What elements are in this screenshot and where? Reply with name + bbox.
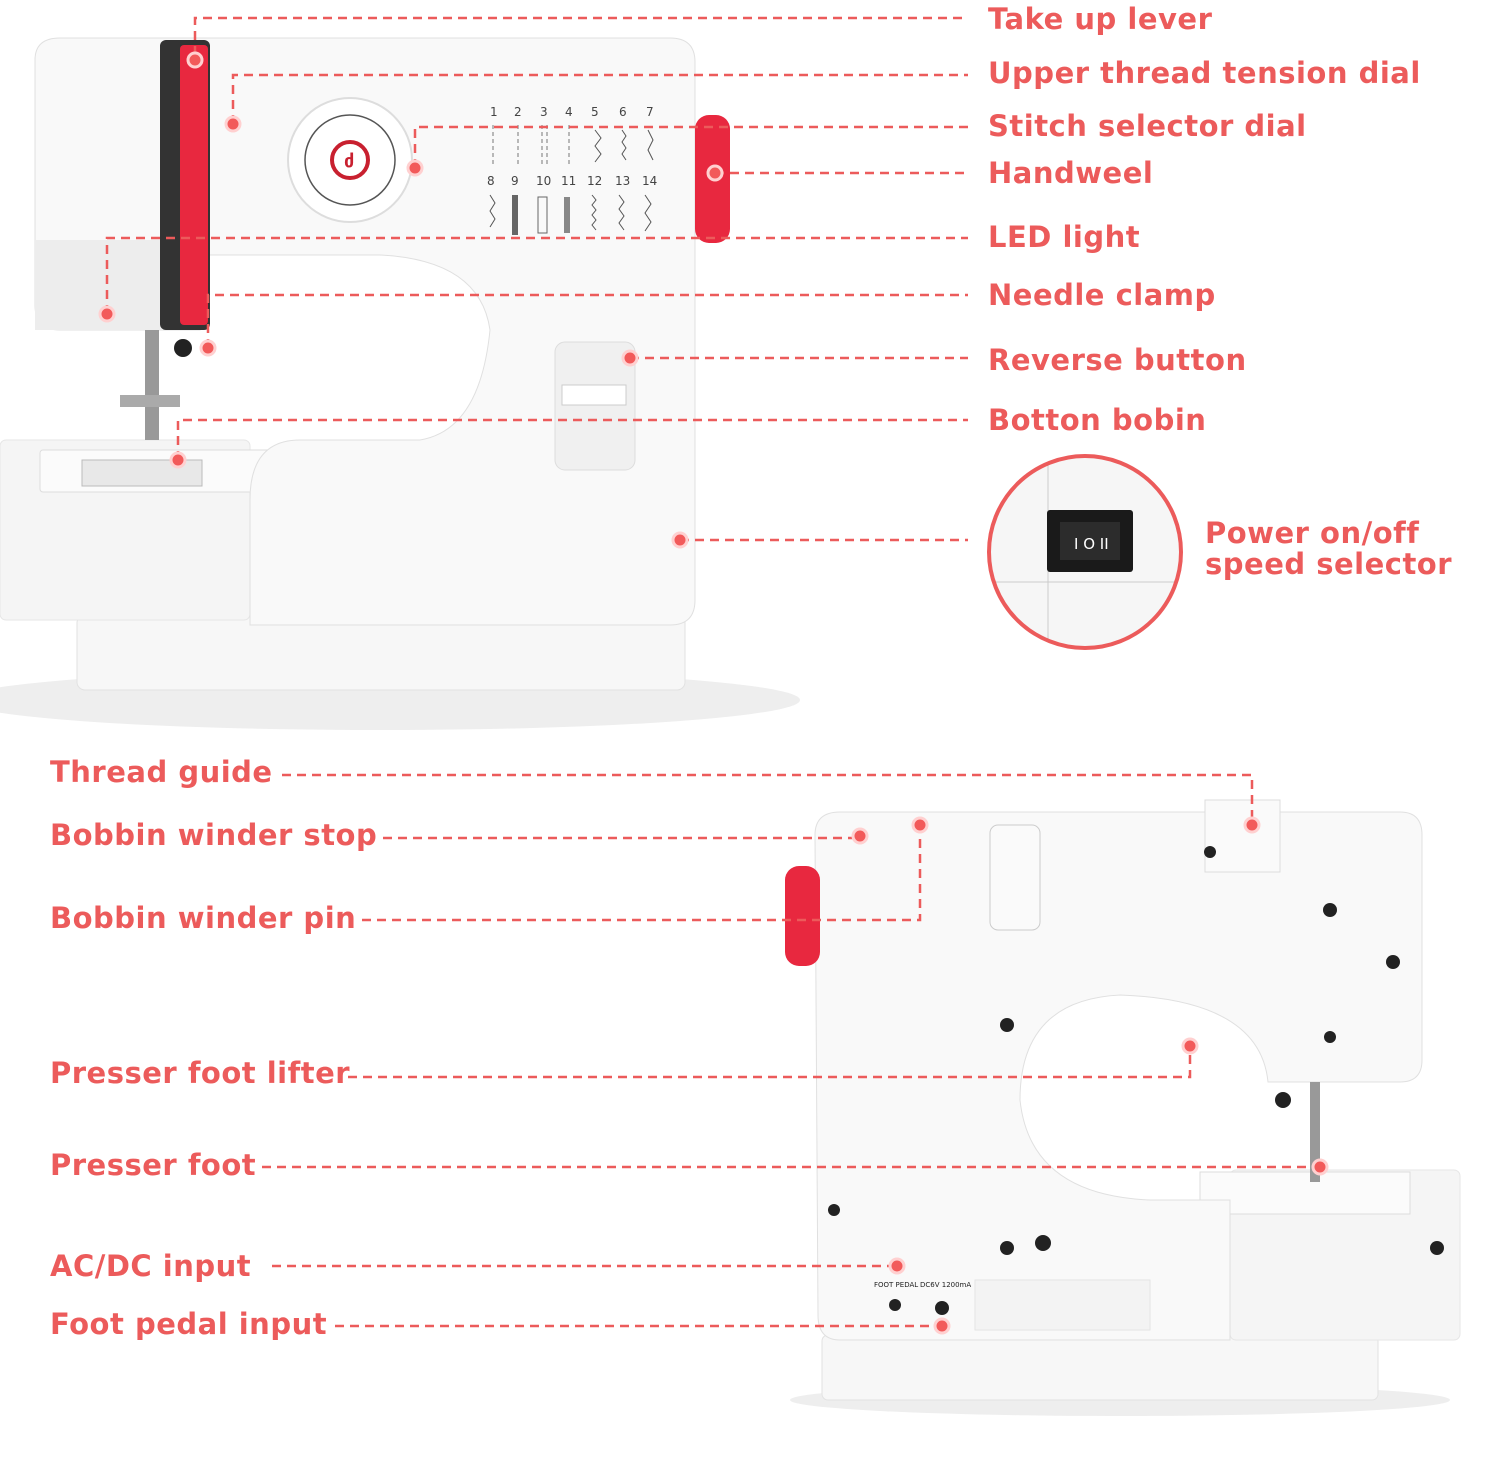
stitch-number: 5 (591, 105, 599, 119)
svg-text:ძ: ძ (344, 151, 354, 172)
label-foot-pedal-input: Foot pedal input (50, 1307, 328, 1341)
stitch-number: 2 (514, 105, 522, 119)
label-ac-dc-input: AC/DC input (50, 1249, 252, 1283)
stitch-number: 8 (487, 174, 495, 188)
stitch-number: 10 (536, 174, 551, 188)
back-sewing-machine: FOOT PEDAL DC6V 1200mA (785, 799, 1461, 1416)
label-power-line-1: Power on/off (1205, 516, 1420, 550)
label-power-switch: Power on/off speed selector (1205, 518, 1452, 580)
leader-lines (105, 16, 1320, 1328)
stitch-number: 11 (561, 174, 576, 188)
label-needle-clamp: Needle clamp (988, 278, 1216, 312)
label-take-up-lever: Take up lever (988, 2, 1213, 36)
label-reverse-button: Reverse button (988, 343, 1247, 377)
label-power-line-2: speed selector (1205, 547, 1453, 581)
label-presser-foot-lifter: Presser foot lifter (50, 1056, 351, 1090)
label-led-light: LED light (988, 220, 1141, 254)
stitch-number: 3 (540, 105, 548, 119)
label-presser-foot: Presser foot (50, 1148, 257, 1182)
callout-dots (98, 51, 1329, 1335)
stitch-pattern-panel: 1 2 3 4 5 6 7 8 9 10 11 12 13 14 (487, 105, 657, 235)
label-bobbin-winder-stop: Bobbin winder stop (50, 818, 378, 852)
power-switch-callout: I O II (987, 454, 1183, 650)
label-upper-thread-tension-dial: Upper thread tension dial (988, 56, 1421, 90)
dc-port-label: DC6V 1200mA (920, 1281, 971, 1289)
stitch-number: 14 (642, 174, 657, 188)
foot-pedal-port-label: FOOT PEDAL (874, 1281, 918, 1289)
front-sewing-machine: ძ 1 2 3 4 5 6 7 8 9 10 11 12 13 14 (0, 37, 800, 730)
label-bobbin-winder-pin: Bobbin winder pin (50, 901, 357, 935)
label-thread-guide: Thread guide (50, 755, 273, 789)
label-stitch-selector-dial: Stitch selector dial (988, 109, 1307, 143)
stitch-number: 1 (490, 105, 498, 119)
label-handwheel: Handweel (988, 156, 1154, 190)
stitch-number: 7 (646, 105, 654, 119)
stitch-number: 13 (615, 174, 630, 188)
stitch-number: 6 (619, 105, 627, 119)
stitch-number: 12 (587, 174, 602, 188)
stitch-number: 9 (511, 174, 519, 188)
label-bottom-bobbin: Botton bobin (988, 403, 1207, 437)
switch-text: I O II (1074, 535, 1109, 553)
stitch-number: 4 (565, 105, 573, 119)
